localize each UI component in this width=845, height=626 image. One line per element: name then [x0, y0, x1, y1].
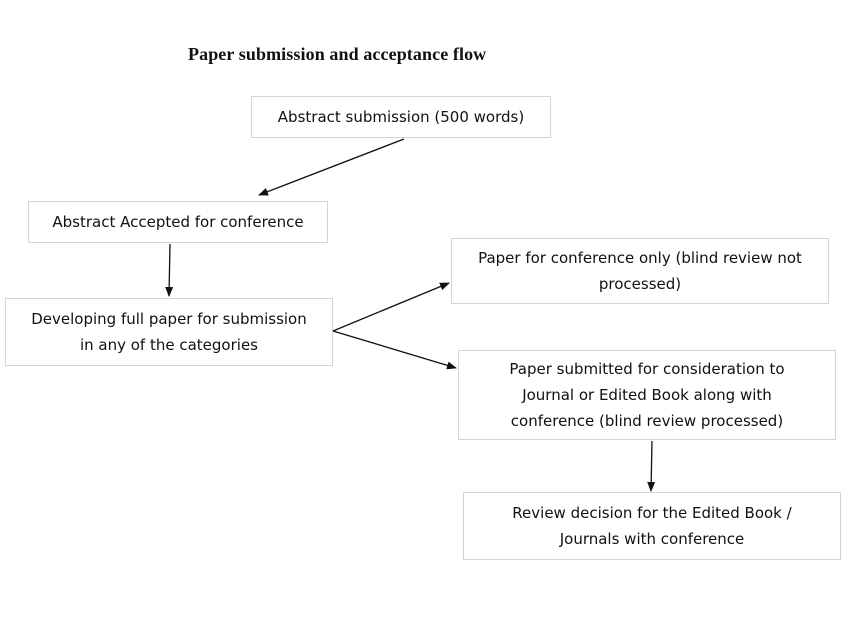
node-abstract-accepted: Abstract Accepted for conference [28, 201, 328, 243]
arrow-submission-to-accepted [258, 138, 405, 196]
diagram-title: Paper submission and acceptance flow [188, 44, 487, 64]
node-abstract-submission: Abstract submission (500 words) [251, 96, 551, 138]
arrow-journal-book-to-review [647, 440, 656, 492]
node-paper-conference-only: Paper for conference only (blind review … [451, 238, 829, 304]
node-review-decision: Review decision for the Edited Book / Jo… [463, 492, 841, 560]
arrow-accepted-to-developing [165, 243, 174, 297]
node-paper-journal-book: Paper submitted for consideration to Jou… [458, 350, 836, 440]
node-developing-full-paper: Developing full paper for submission in … [5, 298, 333, 366]
arrow-developing-to-conference-only [332, 282, 450, 332]
arrow-developing-to-journal-book [332, 330, 457, 370]
